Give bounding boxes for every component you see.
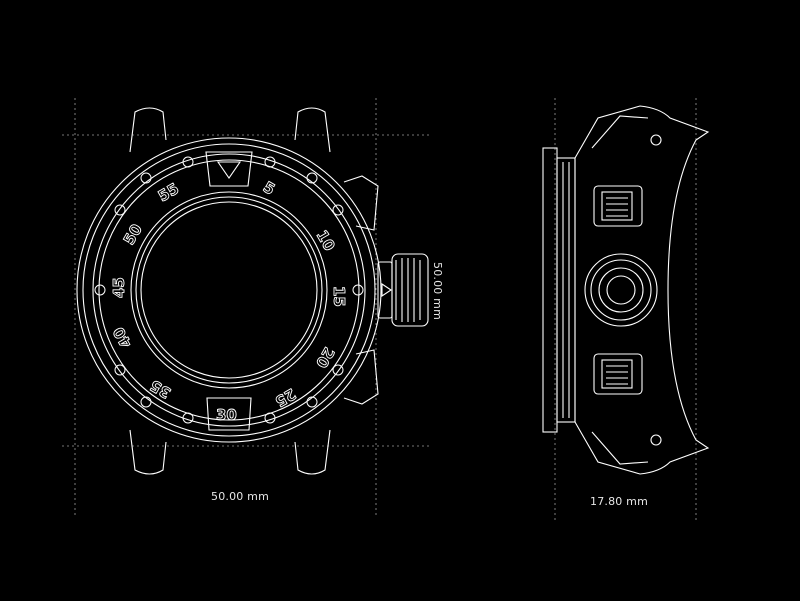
bezel-numeral: 35: [147, 376, 174, 402]
case-thickness-label: 17.80 mm: [590, 495, 649, 508]
case-front-view: [76, 107, 429, 475]
case-height-label: 50.00 mm: [431, 262, 444, 321]
dimension-guides: [62, 98, 697, 520]
bezel-numeral: 30: [216, 406, 237, 424]
bezel-screws: [94, 156, 364, 424]
bezel-numeral: 10: [313, 227, 339, 254]
bezel-numeral: 15: [330, 286, 348, 307]
bezel-numeral: 55: [155, 179, 182, 205]
bezel-numeral: 5: [260, 178, 278, 199]
bezel-numeral: 25: [272, 385, 299, 411]
case-width-label: 50.00 mm: [211, 490, 270, 503]
case-side-view: [542, 105, 710, 475]
bezel-numerals: 5 10 15 20 25 30 35 40 45 50 55: [109, 177, 348, 424]
bezel-numeral: 45: [110, 277, 128, 298]
bezel-numeral: 40: [109, 324, 135, 351]
